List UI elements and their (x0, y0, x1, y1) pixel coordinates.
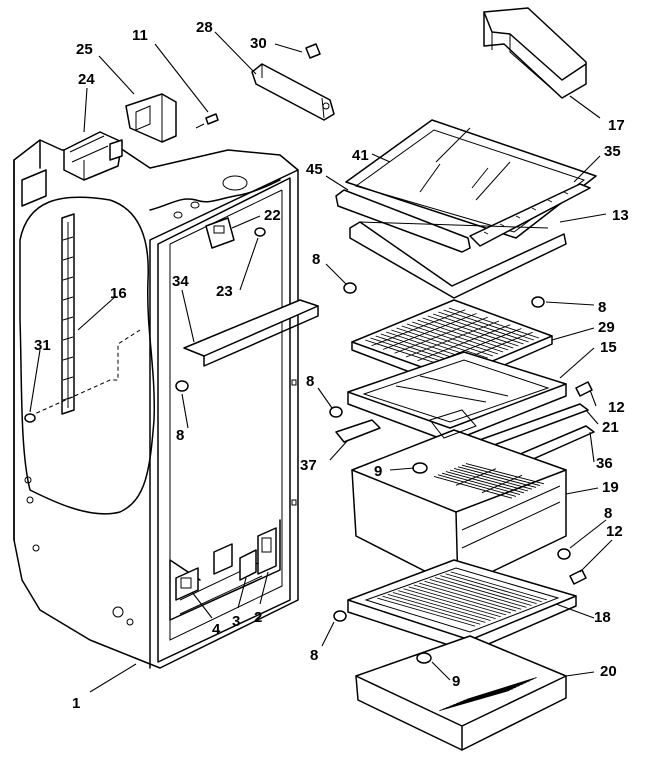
control-housing-24 (63, 131, 123, 181)
callout-15: 15 (600, 339, 617, 356)
screw-12-upper (575, 381, 593, 397)
callout-2: 2 (254, 609, 262, 626)
callout-8-drawer: 8 (604, 505, 612, 522)
callout-45: 45 (306, 161, 323, 178)
screw-23 (254, 227, 266, 237)
callout-8-pan: 8 (310, 647, 318, 664)
callout-36: 36 (596, 455, 613, 472)
callout-1: 1 (72, 695, 80, 712)
callout-34: 34 (172, 273, 189, 290)
callout-28: 28 (196, 19, 213, 36)
control-bracket-25 (125, 93, 177, 143)
bracket-22 (205, 217, 235, 249)
glass-shelf-assembly (335, 119, 597, 299)
clip-9-upper (412, 462, 428, 474)
slide-rail-37 (335, 419, 381, 443)
callout-9-lower: 9 (452, 673, 460, 690)
screw-11 (195, 113, 219, 129)
screw-8-shelf-right (531, 296, 545, 308)
screw-8-upper (343, 282, 357, 294)
callout-3: 3 (232, 613, 240, 630)
screw-30 (305, 43, 321, 59)
callout-8-left: 8 (176, 427, 184, 444)
callout-labels: 1 2 3 4 8 8 8 8 8 8 9 9 11 12 12 13 15 1… (34, 19, 629, 712)
meat-pan-20 (355, 635, 567, 751)
callout-22: 22 (264, 207, 281, 224)
callout-4: 4 (212, 621, 221, 638)
callout-13: 13 (612, 207, 629, 224)
callout-24: 24 (78, 71, 95, 88)
callout-8-crisper: 8 (306, 373, 314, 390)
screw-8-crisper (329, 406, 343, 418)
screw-31 (24, 413, 36, 423)
callout-41: 41 (352, 147, 369, 164)
callout-12-upper: 12 (608, 399, 625, 416)
callout-35: 35 (604, 143, 621, 160)
callout-25: 25 (76, 41, 93, 58)
clip-9-lower (416, 652, 432, 664)
shelf-support-34 (183, 299, 319, 367)
cabinet-liner (13, 139, 299, 669)
callout-12-lower: 12 (606, 523, 623, 540)
door-bin-17 (483, 7, 587, 99)
bracket-28 (251, 63, 335, 121)
callout-17: 17 (608, 117, 625, 134)
callout-18: 18 (594, 609, 611, 626)
screw-12-lower (569, 569, 587, 585)
screw-8-pan (333, 610, 347, 622)
callout-37: 37 (300, 457, 317, 474)
callout-21: 21 (602, 419, 619, 436)
callout-9-upper: 9 (374, 463, 382, 480)
callout-31: 31 (34, 337, 51, 354)
callout-8-upper: 8 (312, 251, 320, 268)
screw-8-left (175, 380, 189, 392)
wire-shelf-29 (351, 299, 553, 389)
crisper-drawer-19 (351, 409, 567, 589)
callout-23: 23 (216, 283, 233, 300)
leader-lines (29, 31, 613, 693)
callout-20: 20 (600, 663, 617, 680)
screw-8-drawer (557, 548, 571, 560)
callout-19: 19 (602, 479, 619, 496)
callout-8-shelf: 8 (598, 299, 606, 316)
callout-16: 16 (110, 285, 127, 302)
callout-11: 11 (132, 27, 148, 44)
callout-29: 29 (598, 319, 615, 336)
callout-30: 30 (250, 35, 267, 52)
